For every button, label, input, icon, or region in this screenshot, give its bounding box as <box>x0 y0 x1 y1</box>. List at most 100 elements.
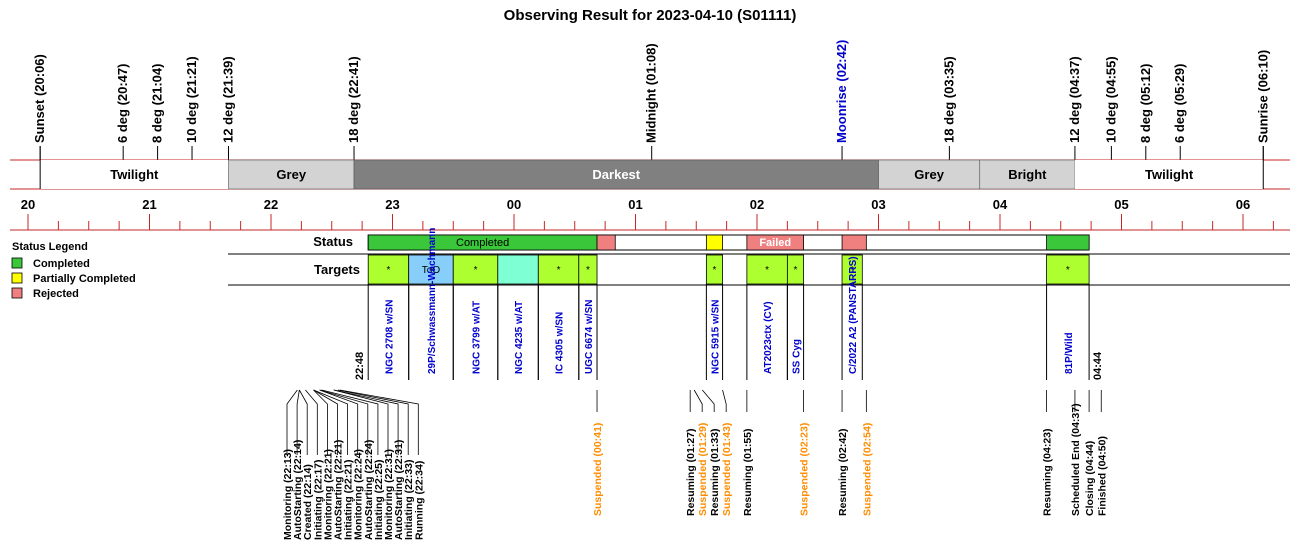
event-label: Resuming (01:33) <box>709 428 721 516</box>
sky-band-bright <box>979 159 1076 190</box>
event-label: Monitoring (22:13) <box>282 449 294 540</box>
status-segment-rejected <box>841 234 867 251</box>
event-label: AutoStarting (22:21) <box>333 440 345 540</box>
sky-band-label: Grey <box>276 167 306 182</box>
sun-event-label: 10 deg (21:21) <box>184 56 199 143</box>
hour-tick-label: 03 <box>871 197 885 212</box>
target-block-mark: * <box>474 265 478 276</box>
event-leader-line <box>319 389 369 455</box>
sun-event-label: Sunset (20:06) <box>32 54 47 143</box>
legend-swatch-rejected <box>11 287 23 299</box>
event-leader-line <box>337 389 409 455</box>
hour-tick-label: 02 <box>750 197 764 212</box>
sun-event-label: Sunrise (06:10) <box>1255 50 1270 143</box>
event-label: Monitoring (22:24) <box>353 449 365 540</box>
target-name-label: 29P/Schwassmann-Wachmann <box>427 228 438 374</box>
event-leader-line <box>286 389 298 455</box>
hour-tick-label: 20 <box>21 197 35 212</box>
target-block <box>746 254 788 285</box>
event-label: Suspended (01:43) <box>721 423 733 516</box>
target-block-mark: ToO <box>422 265 441 276</box>
target-block-mark: * <box>850 265 854 276</box>
event-label: Initiating (22:21) <box>343 459 355 540</box>
hour-tick-label: 21 <box>142 197 156 212</box>
sun-event-label: 12 deg (04:37) <box>1067 56 1082 143</box>
target-block <box>537 254 580 285</box>
event-leader-line <box>693 389 703 412</box>
target-block-mark: * <box>765 265 769 276</box>
event-label: AutoStarting (22:31) <box>393 440 405 540</box>
sky-band-label: Bright <box>1008 167 1047 182</box>
sun-event-label: 6 deg (20:47) <box>115 64 130 143</box>
event-leader-line <box>313 389 348 455</box>
event-label: Resuming (01:55) <box>742 428 754 516</box>
legend-label: Rejected <box>33 288 79 300</box>
event-label: AutoStarting (22:14) <box>292 440 304 540</box>
sun-event-label: 8 deg (05:12) <box>1138 64 1153 143</box>
event-leader-line <box>722 389 727 412</box>
hour-tick-label: 05 <box>1114 197 1128 212</box>
end-time-label: 04:44 <box>1092 351 1104 380</box>
event-label: Suspended (02:23) <box>799 423 811 516</box>
event-label: Suspended (02:54) <box>861 423 873 516</box>
legend-title: Status Legend <box>12 241 88 253</box>
sun-event-label: 18 deg (22:41) <box>346 56 361 143</box>
event-label: Finished (04:50) <box>1096 436 1108 516</box>
legend-label: Partially Completed <box>33 273 136 285</box>
sun-events-layer: Sunset (20:06) 6 deg (20:47) 8 deg (21:04)… <box>32 40 1270 160</box>
sky-band-label: Darkest <box>592 167 640 182</box>
target-block-mark: * <box>1066 265 1070 276</box>
status-segment-label: Completed <box>456 237 509 249</box>
legend-swatch-partially_completed <box>11 272 23 284</box>
target-block-mark: * <box>557 265 561 276</box>
sky-band-grey <box>878 159 981 190</box>
target-name-label: UGC 6674 w/SN <box>584 300 595 374</box>
target-block-mark: * <box>586 265 590 276</box>
sky-band-label: Grey <box>914 167 944 182</box>
events-layer: Monitoring (22:13)AutoStarting (22:14)Cr… <box>282 389 1108 540</box>
event-leader-line <box>299 389 308 455</box>
event-label: Suspended (01:29) <box>697 423 709 516</box>
event-leader-line <box>339 389 419 455</box>
status-segment-failed <box>746 234 804 251</box>
sky-bands-layer: Twilight Grey Darkest Grey Bright Twilight <box>10 146 1290 190</box>
event-label: Resuming (02:42) <box>837 428 849 516</box>
event-label: Closing (04:44) <box>1084 441 1096 516</box>
event-label: Initiating (22:33) <box>403 459 415 540</box>
target-name-label: AT2023ctx (CV) <box>763 301 774 374</box>
target-name-label: NGC 2708 w/SN <box>384 300 395 374</box>
event-label: Initiating (22:25) <box>373 459 385 540</box>
hour-tick-label: 00 <box>507 197 521 212</box>
sun-event-label: 8 deg (21:04) <box>150 64 165 143</box>
legend-swatch-completed <box>11 257 23 269</box>
legend-label: Completed <box>33 258 90 270</box>
target-block-mark: * <box>386 265 390 276</box>
target-block <box>786 254 804 285</box>
targets-row-label: Targets <box>314 262 360 277</box>
event-leader-line <box>296 389 300 455</box>
sun-event-label: Midnight (01:08) <box>644 43 659 143</box>
target-name-label: IC 4305 w/SN <box>555 312 566 374</box>
sky-band-label: Twilight <box>1145 167 1194 182</box>
start-time-label: 22:48 <box>354 352 366 380</box>
sun-event-label: 6 deg (05:29) <box>1172 64 1187 143</box>
event-label: Resuming (01:27) <box>685 428 697 516</box>
targets-row: Targets * NGC 2708 w/SN ToO29P/Schwassmann-… <box>228 228 1290 380</box>
chart-title: Observing Result for 2023-04-10 (S01111) <box>504 7 797 24</box>
sun-event-label: 10 deg (04:55) <box>1103 56 1118 143</box>
target-block-mark: * <box>713 265 717 276</box>
target-name-label: NGC 3799 w/AT <box>472 301 483 374</box>
target-block <box>1046 254 1090 285</box>
target-name-label: C/2022 A2 (PANSTARRS) <box>848 256 859 374</box>
status-segment-rejected <box>596 234 616 251</box>
sun-event-label: 12 deg (21:39) <box>220 56 235 143</box>
sky-band-twilight <box>40 160 229 189</box>
sky-band-label: Twilight <box>110 167 159 182</box>
event-label: Initiating (22:17) <box>312 459 324 540</box>
event-label: Resuming (04:23) <box>1042 428 1054 516</box>
status-row-label: Status <box>313 234 353 249</box>
event-label: Monitoring (22:21) <box>322 449 334 540</box>
target-name-label: NGC 4235 w/AT <box>514 301 525 374</box>
